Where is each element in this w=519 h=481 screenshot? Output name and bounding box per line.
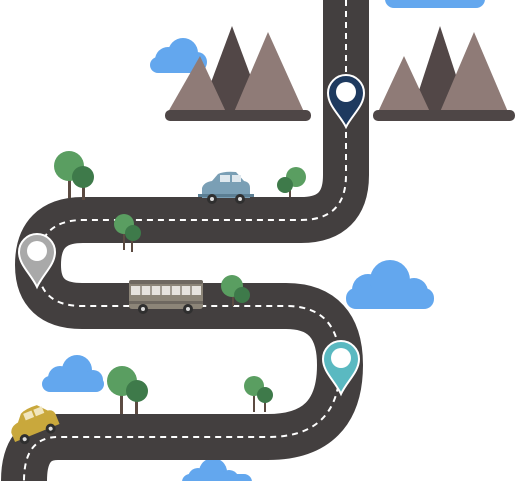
cloud-icon [182,458,252,481]
tree-icon [54,151,94,200]
map-pin-teal-icon [321,340,361,397]
map-pin-gray-icon [17,233,57,290]
cloud-icon [150,38,207,73]
yellow-car-icon [11,405,60,445]
cloud-icon [42,355,104,392]
tree-icon [114,214,141,252]
road-center-line [23,0,347,481]
tree-icon [107,366,148,414]
blue-car-icon [198,171,254,204]
bus-icon [129,280,203,314]
cloud-icon [346,260,434,309]
cloud-icon [385,0,485,8]
tree-icon [221,275,250,306]
tree-icon [277,167,306,197]
tree-icon [244,376,273,412]
mountain-icon [165,26,311,121]
mountain-icon [373,26,515,121]
winding-road [1,0,369,481]
map-pin-navy-icon [326,74,366,130]
